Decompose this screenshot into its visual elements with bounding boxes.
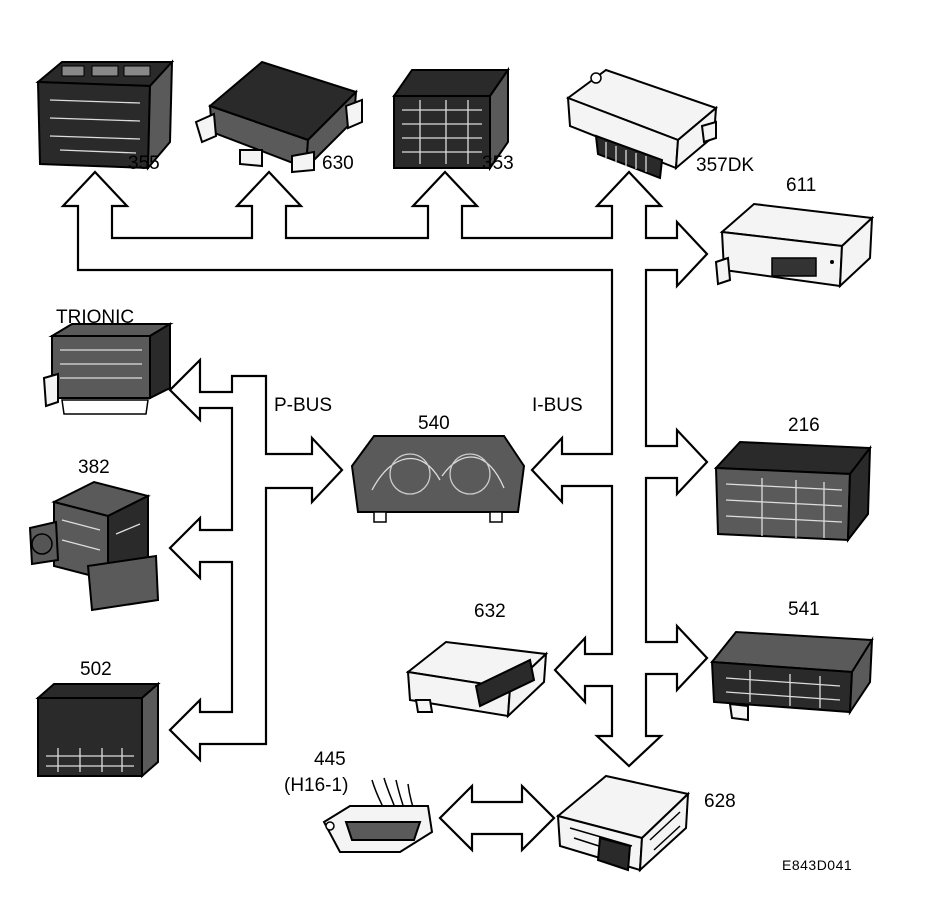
- module-540-icon: [350, 435, 526, 523]
- label-502: 502: [80, 659, 112, 680]
- module-541-icon: [710, 630, 874, 722]
- module-trionic-icon: [42, 322, 174, 415]
- label-216: 216: [788, 415, 820, 436]
- label-p-bus: P-BUS: [274, 395, 333, 416]
- module-445-icon: [322, 777, 434, 853]
- label-445-sub: (H16-1): [284, 775, 349, 796]
- p-bus-lane: [168, 357, 344, 763]
- label-355: 355: [128, 153, 160, 174]
- label-630: 630: [322, 153, 354, 174]
- label-382: 382: [78, 457, 110, 478]
- reference-code: E843D041: [782, 857, 853, 873]
- module-355-icon: [35, 59, 175, 171]
- module-630-icon: [194, 60, 363, 174]
- label-i-bus: I-BUS: [532, 395, 583, 416]
- diag-link-lane: [438, 783, 556, 853]
- label-632: 632: [474, 601, 506, 622]
- label-353: 353: [482, 153, 514, 174]
- module-382-icon: [28, 480, 160, 612]
- top-bus-lane: [60, 170, 709, 768]
- module-502-icon: [35, 681, 161, 779]
- module-357dk-icon: [565, 68, 718, 180]
- label-628: 628: [704, 791, 736, 812]
- module-611-icon: [714, 202, 875, 289]
- module-353-icon: [392, 66, 510, 172]
- label-540: 540: [418, 413, 450, 434]
- label-445: 445: [314, 749, 346, 770]
- label-541: 541: [788, 599, 820, 620]
- module-632-icon: [405, 640, 549, 719]
- module-216-icon: [713, 440, 872, 544]
- module-628-icon: [555, 774, 691, 873]
- label-611: 611: [786, 175, 817, 196]
- label-357dk: 357DK: [696, 155, 755, 176]
- label-trionic: TRIONIC: [56, 307, 135, 328]
